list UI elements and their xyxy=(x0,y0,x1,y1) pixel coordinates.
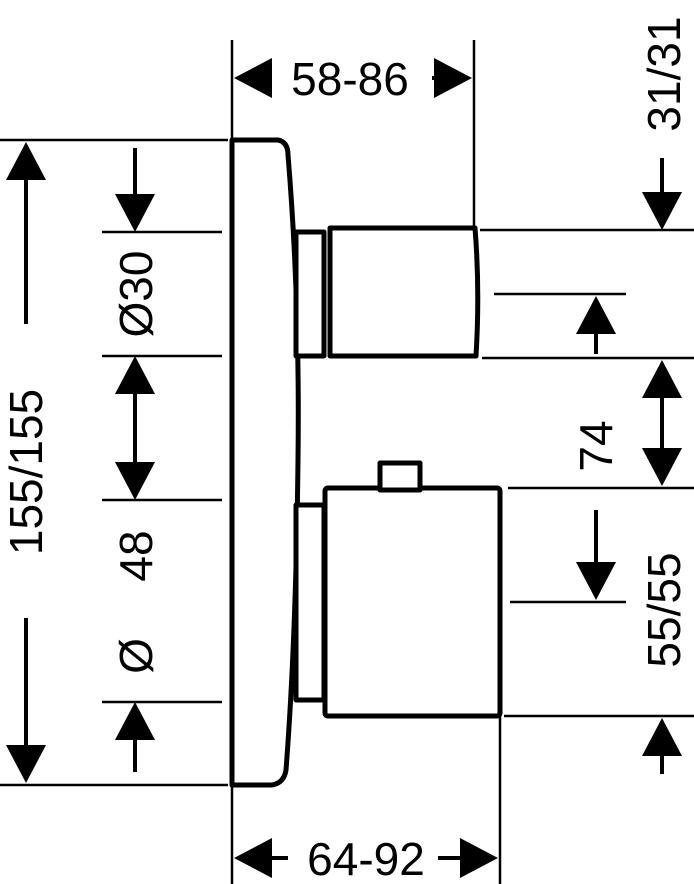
lower-knob xyxy=(293,460,503,719)
extension-lines xyxy=(0,40,694,884)
total-height-dimension: 155/155 xyxy=(0,142,52,783)
right-top-dimension: 31/31 xyxy=(638,16,690,230)
right-bottom-label: 55/55 xyxy=(638,552,690,667)
top-width-dimension: 58-86 xyxy=(234,53,472,105)
lower-diameter-value-label: 48 xyxy=(110,530,162,581)
upper-diameter-label: Ø30 xyxy=(110,251,162,338)
lower-diameter-symbol-label: Ø xyxy=(110,638,162,674)
faceplate xyxy=(229,137,301,788)
center-spacing-dimension: 74 xyxy=(570,296,622,600)
right-top-label: 31/31 xyxy=(638,16,690,131)
bottom-width-label: 64-92 xyxy=(307,833,425,884)
upper-diameter-dimension: Ø30 xyxy=(110,148,162,338)
total-height-label: 155/155 xyxy=(0,389,52,555)
lower-diameter-dimension: 48 Ø xyxy=(110,356,162,772)
bottom-width-dimension: 64-92 xyxy=(234,833,498,884)
center-spacing-label: 74 xyxy=(570,420,622,471)
right-inner-dimension xyxy=(642,360,682,486)
upper-knob xyxy=(293,225,481,359)
top-width-label: 58-86 xyxy=(291,53,409,105)
right-bottom-dimension: 55/55 xyxy=(638,552,690,774)
